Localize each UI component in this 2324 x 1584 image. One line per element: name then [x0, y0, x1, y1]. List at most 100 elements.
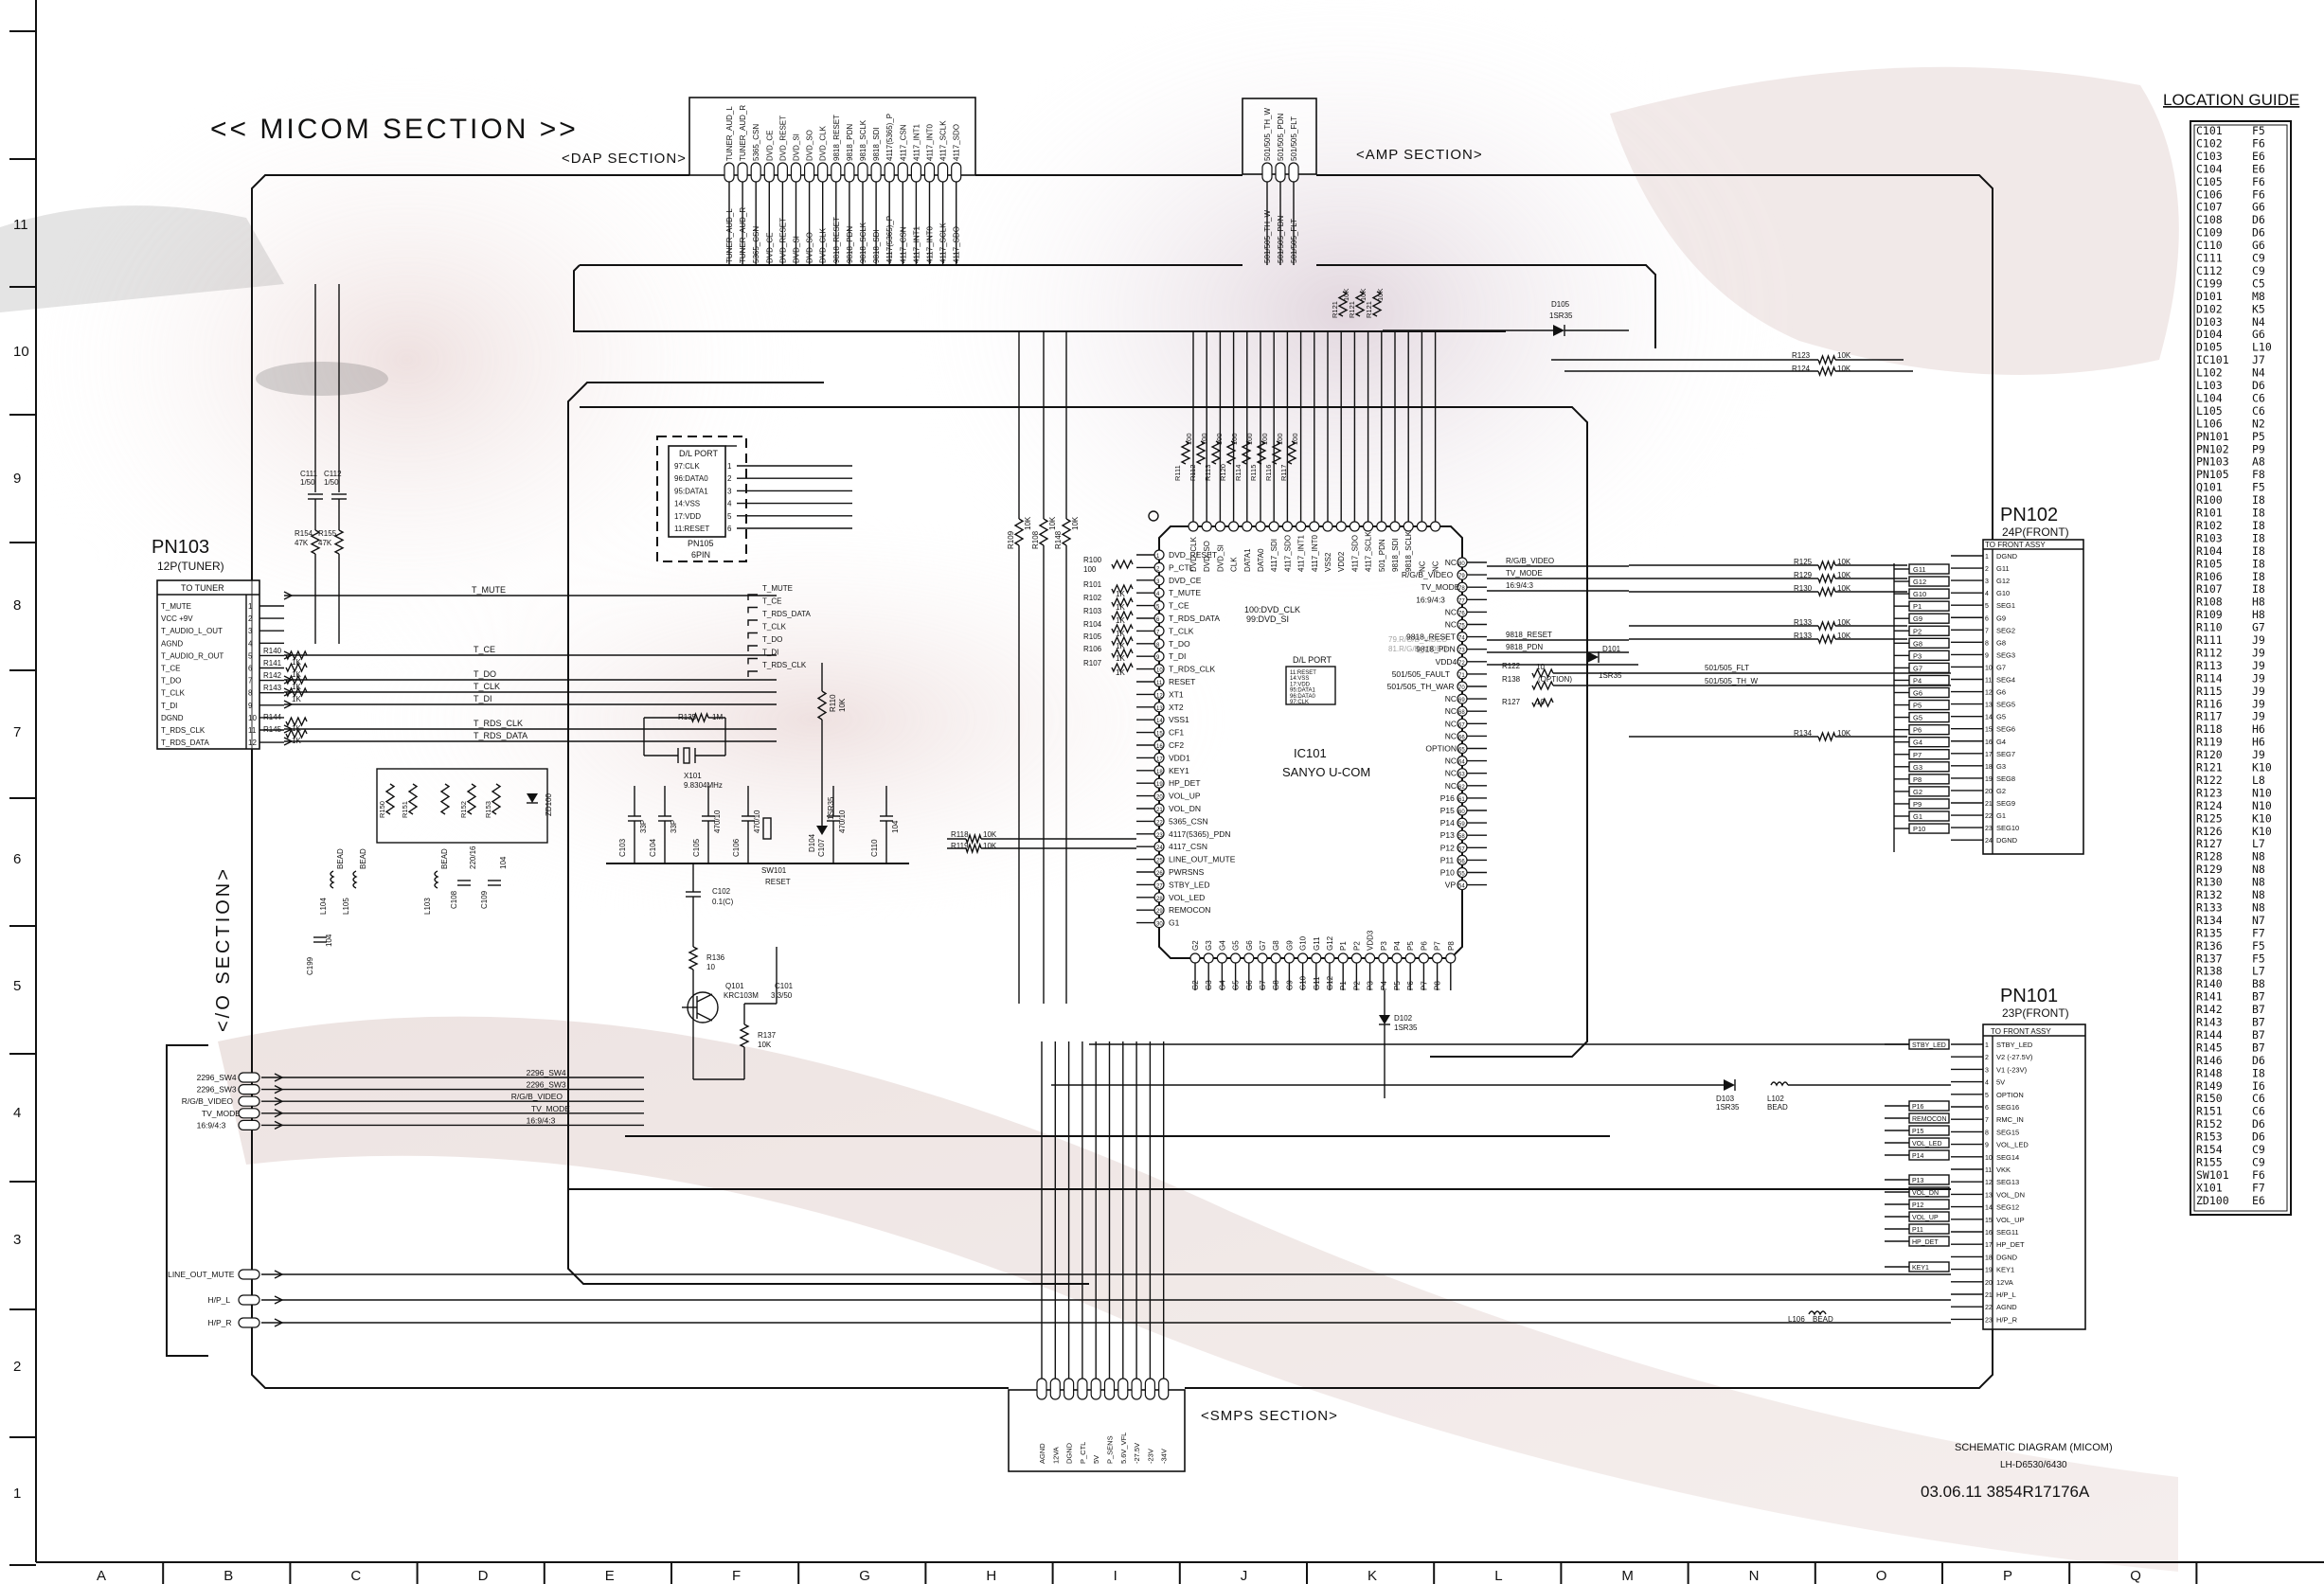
- col-label-E: E: [605, 1568, 615, 1584]
- io-output-label: TV_MODE: [531, 1104, 570, 1113]
- location-grid: K10: [2252, 761, 2272, 774]
- resistor-value: 10K: [1342, 289, 1350, 301]
- ic-pin-number: 68: [1458, 710, 1465, 716]
- cap-value: 104: [499, 856, 508, 869]
- ic-left-pin-label: LINE_OUT_MUTE: [1169, 855, 1236, 864]
- ic-right-pin-label: R/G/B_VIDEO: [1402, 570, 1454, 579]
- ic-left-pin-label: T_DI: [1169, 651, 1186, 661]
- pn101-net-label: P16: [1912, 1104, 1924, 1111]
- location-grid: G6: [2252, 328, 2265, 341]
- location-grid: F6: [2252, 175, 2265, 188]
- resistor-value: 100: [1245, 433, 1254, 445]
- dap-pin-label: DVD_CE: [765, 131, 774, 161]
- pn102-pin-label: SEG2: [1996, 626, 2015, 634]
- switch-label: SW101: [761, 866, 787, 875]
- dap-net-label: TUNER_AUD_L: [725, 208, 734, 263]
- dap-pin: [831, 162, 842, 183]
- ic-pin-number: 54: [1458, 884, 1465, 890]
- cap-value: 220/16: [469, 845, 477, 869]
- pn102-net-label: P4: [1913, 676, 1922, 685]
- io-bottom-label: H/P_L: [208, 1295, 231, 1305]
- ic-pin: [1270, 952, 1281, 964]
- pn101-pin-label: SEG13: [1996, 1178, 2019, 1186]
- pn101-pin-label: 5V: [1996, 1078, 2005, 1087]
- pn103-pin-label: T_RDS_CLK: [161, 726, 206, 735]
- col-label-G: G: [859, 1568, 870, 1584]
- location-grid: I8: [2252, 544, 2265, 558]
- diode-label: D105: [1551, 300, 1570, 309]
- ic-bottom-pin-label: G7: [1259, 940, 1267, 951]
- pn105-pin-label: 95:DATA1: [674, 487, 708, 495]
- ic-pin-number: 12: [1156, 693, 1163, 699]
- resistor-bank-frame: [376, 768, 548, 844]
- resistor-value: 10K: [758, 1041, 772, 1049]
- amp-pin-label: 501/505_PDN: [1277, 114, 1285, 161]
- inductor-label: L102: [1767, 1095, 1784, 1103]
- ic-pin-number: 6: [1156, 617, 1160, 623]
- cap-label: C110: [870, 839, 879, 857]
- location-grid: J7: [2252, 353, 2265, 366]
- location-grid: A8: [2252, 455, 2265, 469]
- io-jack-icon: [238, 1083, 260, 1095]
- pn102-pin-number: 13: [1985, 703, 1993, 709]
- pn102-pin-label: G9: [1996, 614, 2006, 622]
- location-grid: C9: [2252, 1143, 2265, 1156]
- amp-pin: [1288, 162, 1299, 183]
- ic-pin-number: 29: [1156, 909, 1163, 915]
- ic-pin-number: 24: [1156, 845, 1163, 851]
- dap-pin-label: DVD_RESET: [778, 116, 787, 161]
- resistor-label: R122: [1502, 662, 1521, 670]
- pn102-net-label: G8: [1913, 639, 1922, 648]
- pn101-pin-label: HP_DET: [1996, 1240, 2025, 1249]
- resistor-label: R118: [951, 830, 969, 839]
- amp-connector: 501/505_TH_W501/505_TH_W501/505_PDN501/5…: [1242, 98, 1317, 265]
- ic-pin-number: 20: [1156, 795, 1163, 801]
- pn102-net-label: G7: [1913, 664, 1922, 672]
- pn101-pin-number: 13: [1985, 1192, 1993, 1199]
- resistor-value: 1K: [1116, 642, 1125, 650]
- smps-pin: [1103, 1378, 1116, 1400]
- pn101-pin-label: SEG15: [1996, 1128, 2019, 1136]
- dap-pin-label: 5365_CSN: [752, 124, 760, 161]
- pn101-pin-label: SEG12: [1996, 1203, 2019, 1212]
- ic-top-pin-label: 4117_SDO: [1283, 535, 1292, 572]
- ic-bottom-pin-label: P4: [1393, 941, 1402, 951]
- location-ref: C106: [2196, 187, 2223, 201]
- cap-value: 1/50: [300, 478, 315, 487]
- diode-label: D103: [1716, 1095, 1735, 1103]
- ic-top-pin-label: 4117_SDI: [1270, 539, 1278, 572]
- ic-top-pin-label: DATA1: [1243, 548, 1252, 572]
- pn102-net-label: P1: [1913, 602, 1922, 611]
- location-ref: R146: [2196, 1054, 2223, 1067]
- location-ref: X101: [2196, 1181, 2223, 1194]
- location-grid: I8: [2252, 1066, 2265, 1079]
- ic-bottom-pin-label: G11: [1313, 936, 1321, 951]
- location-ref: R155: [2196, 1155, 2223, 1168]
- pn101-pin-label: RMC_IN: [1996, 1115, 2024, 1124]
- resistor-label: R140: [263, 647, 282, 655]
- ic-left-pin-label: CF2: [1169, 740, 1184, 750]
- ic-bottom-pin-label: G3: [1205, 940, 1213, 951]
- location-ref: R115: [2196, 685, 2223, 698]
- col-label-F: F: [732, 1568, 741, 1584]
- ic-net-label: TV_MODE: [1506, 569, 1543, 578]
- dap-pin-label: DVD_CLK: [819, 125, 828, 161]
- dap-net-label: 9818_RESET: [832, 217, 841, 263]
- ic-top-pin-label: VDD2: [1337, 551, 1346, 572]
- pn101-pin-number: 15: [1985, 1218, 1993, 1224]
- ic-pin: [1349, 521, 1361, 532]
- ic-pin: [1227, 521, 1240, 532]
- dap-net-label: DVD_RESET: [778, 218, 787, 263]
- location-grid: B7: [2252, 990, 2265, 1004]
- location-grid: F5: [2252, 124, 2265, 137]
- smps-pin-label: AGND: [1038, 1443, 1046, 1464]
- ic-top-pin-label: NC: [1432, 561, 1440, 572]
- io-input-label: TV_MODE: [202, 1109, 241, 1118]
- diode-value: 1SR35: [827, 796, 835, 820]
- pn102-pin-label: G10: [1996, 589, 2010, 597]
- ic-bottom-net-label: P4: [1380, 981, 1388, 990]
- pn103-pin-label: T_MUTE: [161, 602, 191, 611]
- diode-icon: [816, 826, 828, 835]
- pn101-net-label: P13: [1912, 1178, 1924, 1184]
